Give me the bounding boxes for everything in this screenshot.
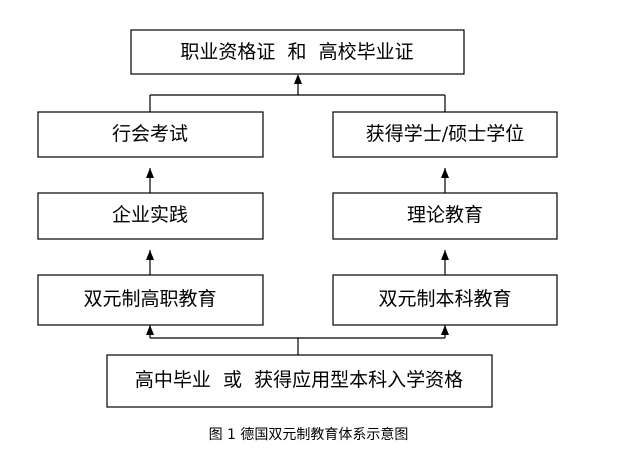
node-left-exam: 行会考试 [37, 111, 264, 158]
node-top: 职业资格证 和 高校毕业证 [130, 29, 465, 75]
arrow-to-left-practice [146, 250, 154, 260]
arrowheads [146, 74, 449, 335]
node-right-theory-label: 理论教育 [407, 204, 483, 226]
arrow-to-right-degree [441, 168, 449, 178]
arrow-to-top [294, 74, 302, 84]
node-top-label: 职业资格证 和 高校毕业证 [180, 41, 413, 63]
node-right-degree: 获得学士/硕士学位 [332, 111, 558, 158]
node-left-practice-label: 企业实践 [112, 204, 188, 226]
node-bottom-label: 高中毕业 或 获得应用型本科入学资格 [135, 369, 463, 391]
node-bottom: 高中毕业 或 获得应用型本科入学资格 [106, 354, 493, 408]
node-right-undergrad: 双元制本科教育 [332, 274, 558, 326]
education-system-diagram: 职业资格证 和 高校毕业证 行会考试 获得学士/硕士学位 企业实践 理论教育 双… [37, 29, 558, 408]
arrow-to-right-theory [441, 250, 449, 260]
node-left-practice: 企业实践 [37, 192, 264, 240]
connectors [149, 84, 446, 355]
node-left-vocational-label: 双元制高职教育 [83, 288, 216, 310]
node-left-vocational: 双元制高职教育 [37, 274, 264, 326]
node-right-undergrad-label: 双元制本科教育 [378, 288, 511, 310]
figure-caption: 图 1 德国双元制教育体系示意图 [208, 427, 409, 443]
node-right-theory: 理论教育 [332, 192, 558, 240]
arrow-to-right-undergrad [441, 325, 449, 335]
arrow-to-left-exam [146, 168, 154, 178]
node-right-degree-label: 获得学士/硕士学位 [366, 123, 524, 145]
arrow-to-left-vocational [146, 325, 154, 335]
node-left-exam-label: 行会考试 [112, 123, 188, 145]
